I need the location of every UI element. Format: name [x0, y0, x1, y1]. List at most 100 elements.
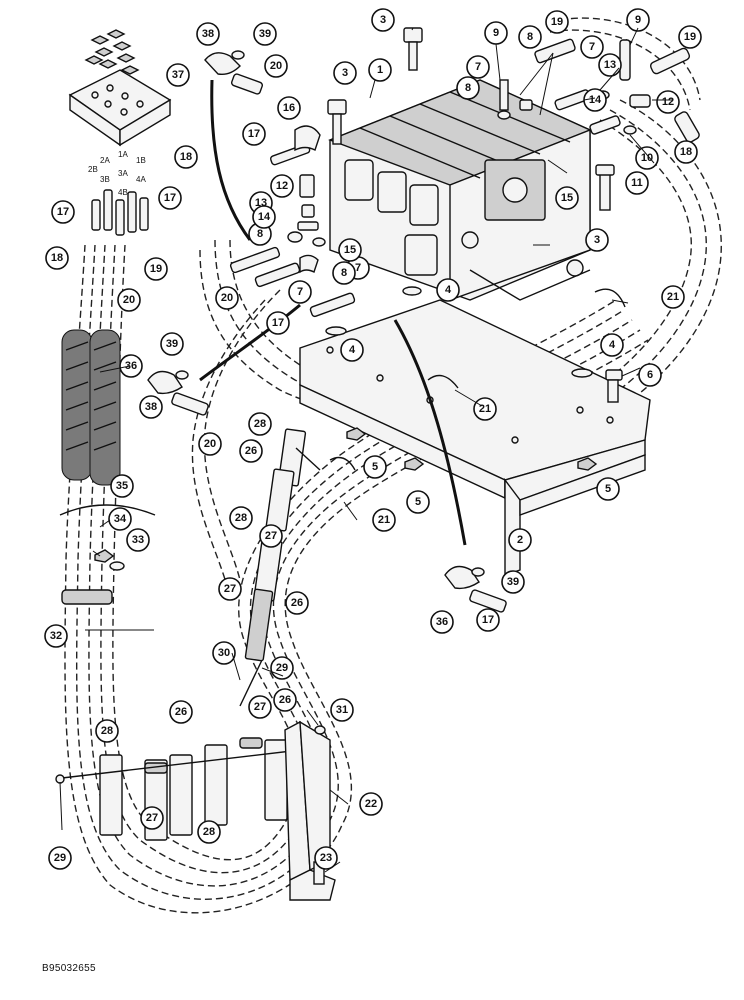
callout-number: 26 — [291, 597, 303, 609]
callout-number: 29 — [54, 852, 66, 864]
callout-circle — [368, 58, 392, 82]
callout-number: 19 — [551, 16, 563, 28]
callout-11: 11 — [625, 171, 649, 195]
callout-number: 38 — [145, 401, 157, 413]
callout-21: 21 — [661, 285, 685, 309]
callout-18: 18 — [174, 145, 198, 169]
elbow-fitting-top — [204, 50, 264, 95]
callout-number: 28 — [101, 725, 113, 737]
callout-number: 20 — [123, 294, 135, 306]
callout-27: 27 — [218, 577, 242, 601]
callout-number: 23 — [320, 852, 332, 864]
callout-21: 21 — [372, 508, 396, 532]
callout-circle — [119, 354, 143, 378]
bolts-and-hardware — [325, 27, 623, 471]
callout-circle — [674, 140, 698, 164]
callout-number: 39 — [259, 28, 271, 40]
leader-elbow-top — [210, 79, 252, 241]
callout-circle — [248, 412, 272, 436]
callout-number: 21 — [378, 514, 390, 526]
callout-circle — [273, 688, 297, 712]
callout-7: 7 — [580, 35, 604, 59]
callout-circle — [600, 333, 624, 357]
callout-circle — [466, 55, 490, 79]
callout-number: 11 — [631, 177, 643, 189]
callout-number: 4 — [609, 339, 616, 351]
callout-number: 1 — [377, 64, 383, 76]
callout-number: 16 — [283, 102, 295, 114]
callout-number: 32 — [50, 630, 62, 642]
hose-end-plate — [68, 69, 172, 147]
callout-number: 7 — [297, 286, 303, 298]
callout-26: 26 — [239, 439, 263, 463]
callout-5: 5 — [363, 455, 387, 479]
callout-number: 31 — [336, 704, 348, 716]
callout-27: 27 — [140, 806, 164, 830]
callout-18: 18 — [45, 246, 69, 270]
callout-12: 12 — [270, 174, 294, 198]
callout-8: 8 — [456, 76, 480, 100]
callout-circle — [196, 22, 220, 46]
callout-7: 7 — [288, 280, 312, 304]
control-valve-body — [328, 79, 592, 301]
callout-circle — [333, 61, 357, 85]
callout-number: 27 — [146, 812, 158, 824]
callout-circle — [288, 280, 312, 304]
callout-20: 20 — [264, 54, 288, 78]
callout-9: 9 — [484, 21, 508, 45]
callout-circle — [239, 439, 263, 463]
callout-19: 19 — [678, 25, 702, 49]
callout-circle — [340, 338, 364, 362]
callout-circle — [406, 490, 430, 514]
callout-circle — [476, 608, 500, 632]
callout-circle — [371, 8, 395, 32]
callout-17: 17 — [266, 311, 290, 335]
callout-number: 12 — [276, 180, 288, 192]
callout-circle — [139, 395, 163, 419]
callout-number: 2 — [517, 534, 523, 546]
callout-20: 20 — [117, 288, 141, 312]
callout-circle — [436, 278, 460, 302]
callout-17: 17 — [158, 186, 182, 210]
figure-id: B95032655 — [42, 963, 96, 974]
callout-number: 14 — [258, 211, 271, 223]
callout-28: 28 — [197, 820, 221, 844]
callout-13: 13 — [598, 53, 622, 77]
callout-15: 15 — [338, 238, 362, 262]
callout-36: 36 — [119, 354, 143, 378]
callout-4: 4 — [600, 333, 624, 357]
callout-number: 18 — [680, 146, 692, 158]
callout-number: 7 — [475, 61, 481, 73]
callout-number: 4 — [445, 284, 452, 296]
callout-28: 28 — [248, 412, 272, 436]
callout-12: 12 — [656, 90, 680, 114]
callout-number: 39 — [166, 338, 178, 350]
callout-circle — [253, 22, 277, 46]
callout-number: 3 — [594, 234, 600, 246]
callout-number: 4 — [349, 344, 356, 356]
callout-number: 27 — [254, 701, 266, 713]
callout-number: 19 — [150, 263, 162, 275]
callout-circle — [430, 610, 454, 634]
callout-number: 15 — [344, 244, 356, 256]
callout-number: 17 — [248, 128, 260, 140]
callout-27: 27 — [248, 695, 272, 719]
callout-number: 5 — [415, 496, 421, 508]
callout-circle — [625, 171, 649, 195]
callout-number: 8 — [527, 31, 533, 43]
callout-number: 28 — [203, 826, 215, 838]
callout-circle — [95, 719, 119, 743]
hose-clamps — [59, 288, 626, 605]
callout-number: 26 — [175, 706, 187, 718]
callout-number: 22 — [365, 798, 377, 810]
callout-circle — [140, 806, 164, 830]
callout-circle — [198, 432, 222, 456]
callout-circle — [45, 246, 69, 270]
callout-2: 2 — [508, 528, 532, 552]
callout-number: 10 — [641, 152, 653, 164]
callout-number: 17 — [164, 192, 176, 204]
callout-number: 5 — [372, 461, 378, 473]
callout-number: 14 — [589, 94, 602, 106]
callout-number: 38 — [202, 28, 214, 40]
callout-number: 8 — [341, 267, 347, 279]
